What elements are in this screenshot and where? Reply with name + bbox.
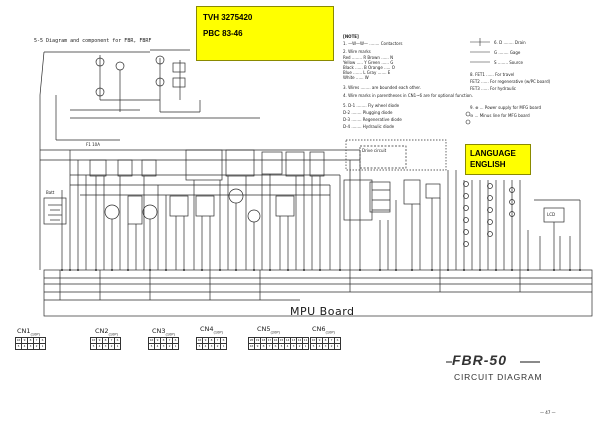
tvh-number: TVH 3275420 — [203, 13, 253, 22]
fet-legend-item: 8. FET1 ...... For travel — [470, 72, 515, 77]
legend-title: [NOTE] — [343, 34, 359, 39]
language-value: ENGLISH — [470, 160, 506, 169]
fet-legend-item: G ........ Gage — [494, 50, 521, 55]
connector-cn3-label: CN3(10P) — [152, 327, 175, 337]
connector-cn6-label: CN6(10P) — [312, 325, 335, 335]
legend-item: 3. Wires ........ are bounded each other… — [343, 85, 421, 90]
fet-legend-item: 9. ⊕ ... Power supply for MFG board — [470, 105, 542, 110]
legend-item: D-2 ........ Plugging diode — [343, 110, 393, 115]
legend-item: Yellow ..... Y Green ...... G — [343, 60, 394, 65]
fet-legend-item: 6. D ........ Drain — [494, 40, 526, 45]
legend-item: 4. Wire marks in parentheses in CN1~6 ar… — [343, 93, 473, 98]
legend-item: D-4 ........ Hydraulic diode — [343, 124, 395, 129]
connector-cn1-label: CN1(10P) — [17, 327, 40, 337]
battery-label: Batt — [46, 190, 55, 195]
connector-cn2-label: CN2(10P) — [95, 327, 118, 337]
lcd-label: LCD — [547, 212, 556, 217]
fet-legend-item: ⊖ ... Minus line for MFG board — [470, 113, 530, 118]
legend-item: White ...... W — [343, 75, 369, 80]
pbc-number: PBC 83-46 — [203, 29, 243, 38]
legend-item: 5. D-1 ........ Fly wheel diode — [343, 103, 400, 108]
section-heading: 5-5 Diagram and component for FBR, FBRF — [34, 38, 152, 44]
legend-item: D-3 ........ Regenerative diode — [343, 117, 402, 122]
legend-item: Black ...... B Orange ..... O — [343, 65, 395, 70]
legend-item: 1. —W—W— ........ Contactors — [343, 41, 403, 46]
language-label: LANGUAGE — [470, 149, 516, 158]
fuse-label: F1 10A — [86, 142, 100, 147]
mpu-board-label: MPU Board — [290, 305, 355, 318]
language-note: LANGUAGE ENGLISH — [465, 144, 531, 175]
legend-item: 2. Wire marks — [343, 49, 371, 54]
connector-cn5-label: CN5(20P) — [257, 325, 280, 335]
fet-legend-item: FET3 ...... For hydraulic — [470, 86, 517, 91]
diagram-subtitle: CIRCUIT DIAGRAM — [454, 372, 543, 382]
drive-circuit-label: Drive circuit — [362, 148, 387, 153]
connector-cn4-label: CN4(10P) — [200, 325, 223, 335]
legend-item: Red ........ R Brown ...... N — [343, 55, 394, 60]
fet-legend-item: S ........ Source — [494, 60, 523, 65]
page-number: — 47 — — [540, 410, 556, 415]
fet-legend-item: FET2 ...... For regenerative (w/PC board… — [470, 79, 551, 84]
tvh-part-number-note: TVH 3275420 PBC 83-46 — [196, 6, 334, 61]
legend-item: Blue ....... L Gray ....... E — [343, 70, 391, 75]
diagram-title: FBR-50 — [452, 352, 508, 368]
